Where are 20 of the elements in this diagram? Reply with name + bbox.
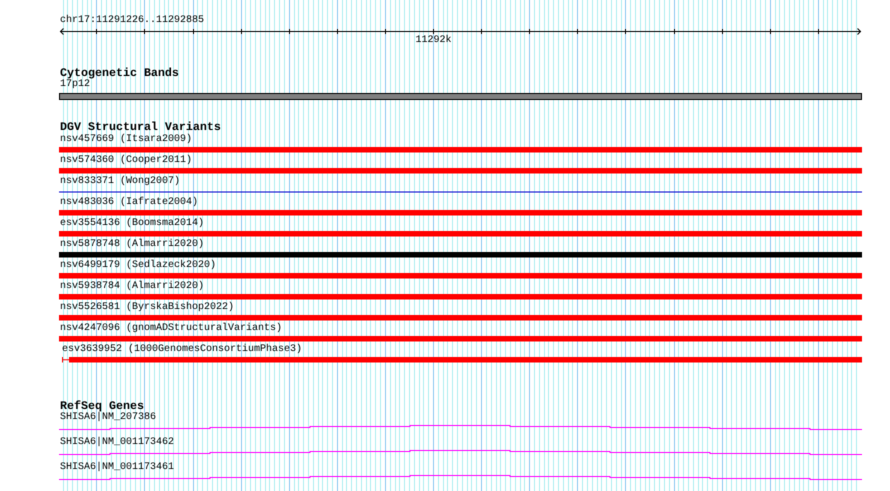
feature-label: esv3554136 (Boomsma2014) — [60, 218, 204, 230]
coordinate-label: chr17:11291226..11292885 — [60, 15, 204, 27]
feature-label: nsv5938784 (Almarri2020) — [60, 281, 204, 293]
feature-label: nsv5878748 (Almarri2020) — [60, 239, 204, 251]
track-title: Cytogenetic Bands — [60, 67, 179, 80]
feature-label: SHISA6|NM_001173461 — [60, 462, 174, 474]
feature-label: nsv5526581 (ByrskaBishop2022) — [60, 302, 234, 314]
feature-label: nsv833371 (Wong2007) — [60, 176, 180, 188]
feature-label: nsv4247096 (gnomADStructuralVariants) — [60, 323, 282, 335]
feature-label: SHISA6|NM_207386 — [60, 412, 156, 424]
feature-label: nsv483036 (Iafrate2004) — [60, 197, 198, 209]
tick-label: 11292k — [416, 35, 452, 47]
feature-label: nsv457669 (Itsara2009) — [60, 134, 192, 146]
feature-label: SHISA6|NM_001173462 — [60, 437, 174, 449]
feature-label: nsv574360 (Cooper2011) — [60, 155, 192, 167]
feature-label: esv3639952 (1000GenomesConsortiumPhase3) — [62, 344, 302, 356]
track-title: RefSeq Genes — [60, 400, 144, 413]
track-title: DGV Structural Variants — [60, 121, 221, 134]
feature-label: 17p12 — [60, 79, 90, 91]
feature-label: nsv6499179 (Sedlazeck2020) — [60, 260, 216, 272]
